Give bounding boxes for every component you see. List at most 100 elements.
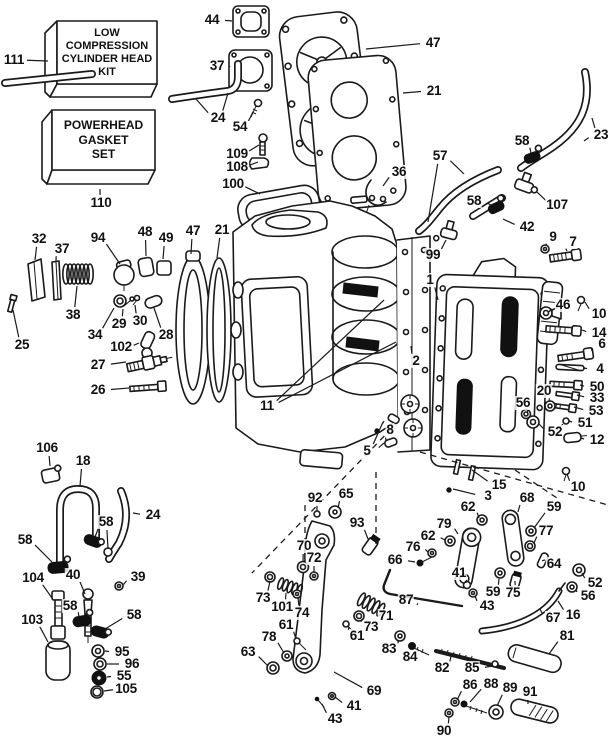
- part-callout-73: 73: [362, 619, 380, 634]
- part-callout-55: 55: [115, 668, 133, 683]
- part-callout-10: 10: [590, 306, 608, 321]
- part-callout-70: 70: [295, 538, 313, 553]
- part-callout-28: 28: [157, 327, 175, 342]
- part-callout-100: 100: [221, 176, 245, 191]
- part-callout-91: 91: [521, 684, 539, 699]
- part-callout-29: 29: [110, 316, 128, 331]
- part-callout-24: 24: [209, 110, 227, 125]
- part-callout-16: 16: [564, 607, 582, 622]
- part-callout-107: 107: [545, 197, 569, 212]
- part-callout-75: 75: [504, 585, 522, 600]
- part-callout-41: 41: [345, 698, 363, 713]
- part-callout-37: 37: [53, 241, 71, 256]
- part-callout-1: 1: [425, 272, 435, 287]
- part-callout-71: 71: [377, 608, 395, 623]
- part-callout-94: 94: [89, 230, 107, 245]
- part-callout-59: 59: [484, 584, 502, 599]
- part-callout-79: 79: [435, 516, 453, 531]
- part-callout-93: 93: [348, 515, 366, 530]
- part-callout-34: 34: [86, 327, 104, 342]
- part-callout-50: 50: [588, 379, 606, 394]
- part-callout-3: 3: [483, 488, 493, 503]
- part-callout-104: 104: [21, 570, 45, 585]
- shift-linkage: [264, 505, 586, 724]
- part-callout-54: 54: [231, 119, 249, 134]
- part-callout-52: 52: [546, 424, 564, 439]
- part-callout-51: 51: [576, 415, 594, 430]
- part-callout-65: 65: [337, 486, 355, 501]
- part-callout-74: 74: [293, 605, 311, 620]
- hoses-top-right: [415, 68, 591, 263]
- part-callout-90: 90: [435, 723, 453, 738]
- part-callout-14: 14: [590, 325, 608, 340]
- part-callout-7: 7: [568, 234, 578, 249]
- part-callout-37: 37: [208, 58, 226, 73]
- part-callout-25: 25: [13, 337, 31, 352]
- part-callout-88: 88: [482, 676, 500, 691]
- part-callout-78: 78: [260, 629, 278, 644]
- part-callout-108: 108: [225, 159, 249, 174]
- part-callout-103: 103: [20, 612, 44, 627]
- part-callout-101: 101: [270, 599, 294, 614]
- part-callout-49: 49: [157, 230, 175, 245]
- kit-box-line: POWERHEAD: [63, 118, 144, 133]
- part-callout-96: 96: [123, 656, 141, 671]
- part-callout-64: 64: [545, 556, 563, 571]
- part-callout-95: 95: [113, 644, 131, 659]
- part-callout-9: 9: [548, 229, 558, 244]
- part-callout-20: 20: [535, 383, 553, 398]
- part-callout-58: 58: [125, 607, 143, 622]
- part-callout-8: 8: [385, 422, 395, 437]
- cylinder-head-kit-box: LOW COMPRESSION CYLINDER HEAD KIT: [57, 21, 157, 84]
- part-callout-33: 33: [588, 390, 606, 405]
- part-callout-61: 61: [277, 617, 295, 632]
- part-callout-21: 21: [425, 83, 443, 98]
- part-callout-30: 30: [131, 313, 149, 328]
- washers-8: [374, 394, 423, 448]
- part-callout-81: 81: [558, 628, 576, 643]
- part-callout-57: 57: [431, 148, 449, 163]
- part-callout-109: 109: [225, 146, 249, 161]
- part-callout-58: 58: [16, 532, 34, 547]
- part-callout-6: 6: [597, 336, 607, 351]
- head-gasket: [307, 54, 407, 211]
- part-callout-69: 69: [365, 683, 383, 698]
- part-callout-40: 40: [64, 567, 82, 582]
- part-callout-73: 73: [254, 590, 272, 605]
- part-callout-99: 99: [424, 247, 442, 262]
- part-callout-43: 43: [326, 711, 344, 726]
- part-callout-42: 42: [518, 219, 536, 234]
- part-callout-26: 26: [89, 382, 107, 397]
- kit-box-line: LOW: [94, 26, 120, 39]
- part-callout-66: 66: [386, 552, 404, 567]
- powerhead-gasket-set-box: POWERHEAD GASKET SET: [52, 110, 155, 170]
- part-callout-59: 59: [545, 499, 563, 514]
- spring-38: [61, 263, 95, 285]
- right-fasteners: [446, 295, 595, 493]
- part-callout-36: 36: [390, 164, 408, 179]
- part-callout-56: 56: [514, 395, 532, 410]
- bolt-26: [129, 380, 167, 393]
- part-callout-46: 46: [554, 297, 572, 312]
- part-callout-47: 47: [424, 35, 442, 50]
- part-callout-32: 32: [30, 231, 48, 246]
- part-callout-47: 47: [184, 223, 202, 238]
- cylinder-block: [230, 200, 431, 470]
- part-callout-86: 86: [461, 677, 479, 692]
- part-callout-27: 27: [89, 357, 107, 372]
- part-callout-67: 67: [544, 610, 562, 625]
- kit-box-line: KIT: [98, 65, 116, 78]
- part-callout-48: 48: [136, 224, 154, 239]
- part-callout-106: 106: [35, 440, 59, 455]
- kit-box-line: SET: [91, 147, 116, 162]
- part-callout-61: 61: [348, 628, 366, 643]
- part-callout-111: 111: [2, 52, 26, 67]
- part-callout-87: 87: [397, 592, 415, 607]
- part-callout-58: 58: [61, 598, 79, 613]
- part-callout-89: 89: [501, 680, 519, 695]
- hose-24-top: [1, 60, 242, 103]
- part-callout-18: 18: [74, 453, 92, 468]
- part-callout-72: 72: [305, 550, 323, 565]
